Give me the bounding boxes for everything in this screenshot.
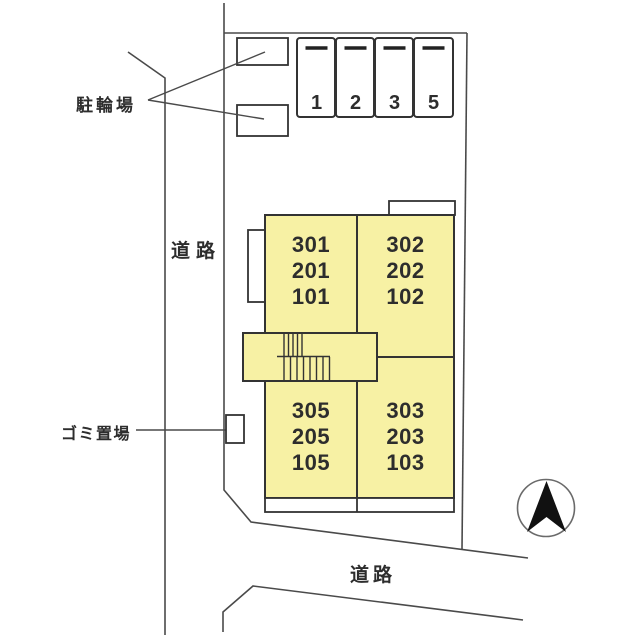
north-arrow-icon <box>516 478 576 538</box>
bicycle-parking-rect-2 <box>236 104 289 137</box>
parking-stall-number-2: 2 <box>349 92 362 114</box>
unit-stack-301: 301 201 101 <box>265 232 357 310</box>
road-west-edge <box>127 51 166 635</box>
unit-stack-303: 303 203 103 <box>357 398 454 476</box>
garbage-area-label: ゴミ置場 <box>61 426 132 443</box>
road-south-edge <box>222 585 524 632</box>
unit-number: 305 <box>291 398 331 423</box>
unit-number: 202 <box>386 258 425 283</box>
road-label-west: 道路 <box>171 241 222 262</box>
unit-number: 302 <box>386 232 425 257</box>
annex-rect-west <box>247 229 266 303</box>
unit-number: 203 <box>386 424 425 449</box>
unit-number: 103 <box>386 450 425 475</box>
parking-stall-number-1: 1 <box>310 92 323 114</box>
leader-bicycle-2 <box>147 99 265 120</box>
site-boundary-west-south <box>223 3 529 559</box>
garbage-box <box>225 414 245 444</box>
porch-strip <box>264 497 455 513</box>
unit-number: 303 <box>386 398 425 423</box>
unit-stack-302: 302 202 102 <box>357 232 454 310</box>
parking-stall-5 <box>413 37 454 118</box>
unit-stack-305: 305 205 105 <box>265 398 357 476</box>
leader-bicycle-1 <box>147 51 266 101</box>
parking-stall-number-3: 3 <box>388 92 401 114</box>
balcony-rect-top <box>388 200 456 216</box>
parking-stalls <box>296 37 454 118</box>
unit-number: 105 <box>291 450 331 475</box>
parking-stall-number-5: 5 <box>427 92 440 114</box>
unit-number: 301 <box>291 232 331 257</box>
unit-number: 102 <box>386 284 425 309</box>
bicycle-parking-label: 駐輪場 <box>76 96 136 115</box>
site-boundary-east <box>461 32 468 550</box>
road-label-south: 道路 <box>350 565 397 586</box>
stair-treads-icon <box>277 334 331 380</box>
unit-number: 205 <box>291 424 331 449</box>
unit-number: 101 <box>291 284 331 309</box>
unit-number: 201 <box>291 258 331 283</box>
